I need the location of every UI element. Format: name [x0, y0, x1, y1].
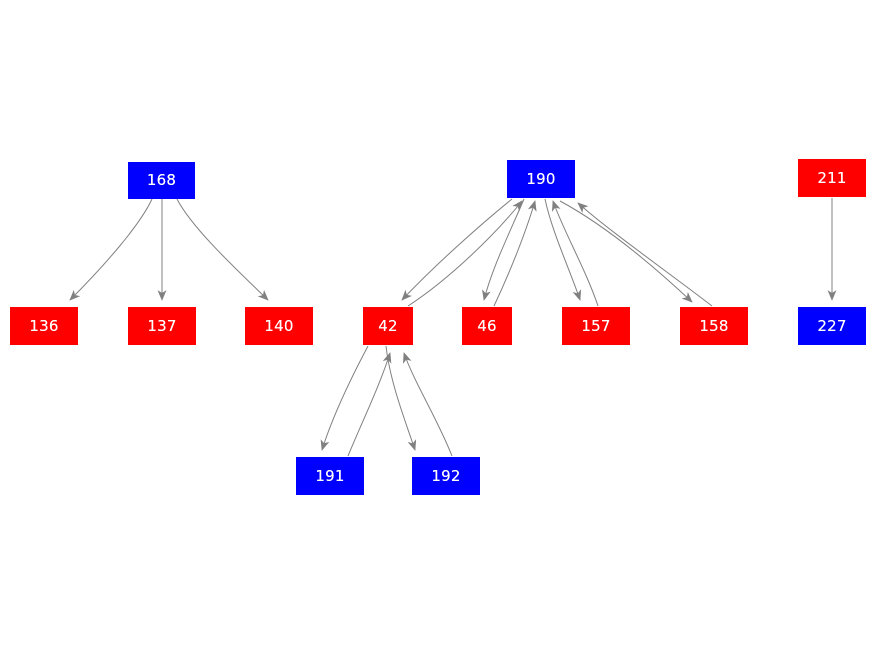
node-190-label: 190 [526, 169, 556, 188]
node-158-label: 158 [699, 316, 729, 335]
node-227-label: 227 [817, 316, 847, 335]
edge-190-42 [401, 198, 513, 301]
node-157[interactable]: 157 [562, 307, 630, 345]
node-140-label: 140 [264, 316, 294, 335]
node-136-label: 136 [29, 316, 59, 335]
node-136[interactable]: 136 [10, 307, 78, 345]
node-46-label: 46 [477, 316, 497, 335]
node-192[interactable]: 192 [412, 457, 480, 495]
node-157-label: 157 [581, 316, 611, 335]
node-191[interactable]: 191 [296, 457, 364, 495]
node-42[interactable]: 42 [363, 307, 413, 345]
edge-46-190 [493, 200, 537, 307]
edge-42-192 [385, 345, 417, 451]
node-137-label: 137 [147, 316, 177, 335]
node-137[interactable]: 137 [128, 307, 196, 345]
edge-157-190 [551, 200, 599, 307]
edge-42-190 [407, 200, 523, 307]
node-140[interactable]: 140 [245, 307, 313, 345]
node-211[interactable]: 211 [798, 159, 866, 197]
node-158[interactable]: 158 [680, 307, 748, 345]
edge-168-136 [69, 198, 153, 301]
node-227[interactable]: 227 [798, 307, 866, 345]
node-168-label: 168 [146, 171, 177, 189]
node-192-label: 192 [431, 466, 461, 485]
node-46[interactable]: 46 [462, 307, 512, 345]
edge-190-158 [559, 200, 693, 303]
edge-168-140 [176, 198, 269, 301]
edge-190-157 [544, 198, 582, 301]
node-191-label: 191 [315, 466, 345, 485]
node-42-label: 42 [378, 316, 398, 335]
edge-42-191 [320, 345, 369, 451]
node-190[interactable]: 190 [507, 160, 575, 198]
node-168[interactable]: 168 [128, 162, 195, 199]
edge-192-42 [402, 352, 453, 457]
edge-191-42 [347, 352, 392, 457]
edge-190-46 [482, 198, 525, 301]
edge-158-190 [577, 202, 713, 307]
node-211-label: 211 [817, 168, 847, 187]
